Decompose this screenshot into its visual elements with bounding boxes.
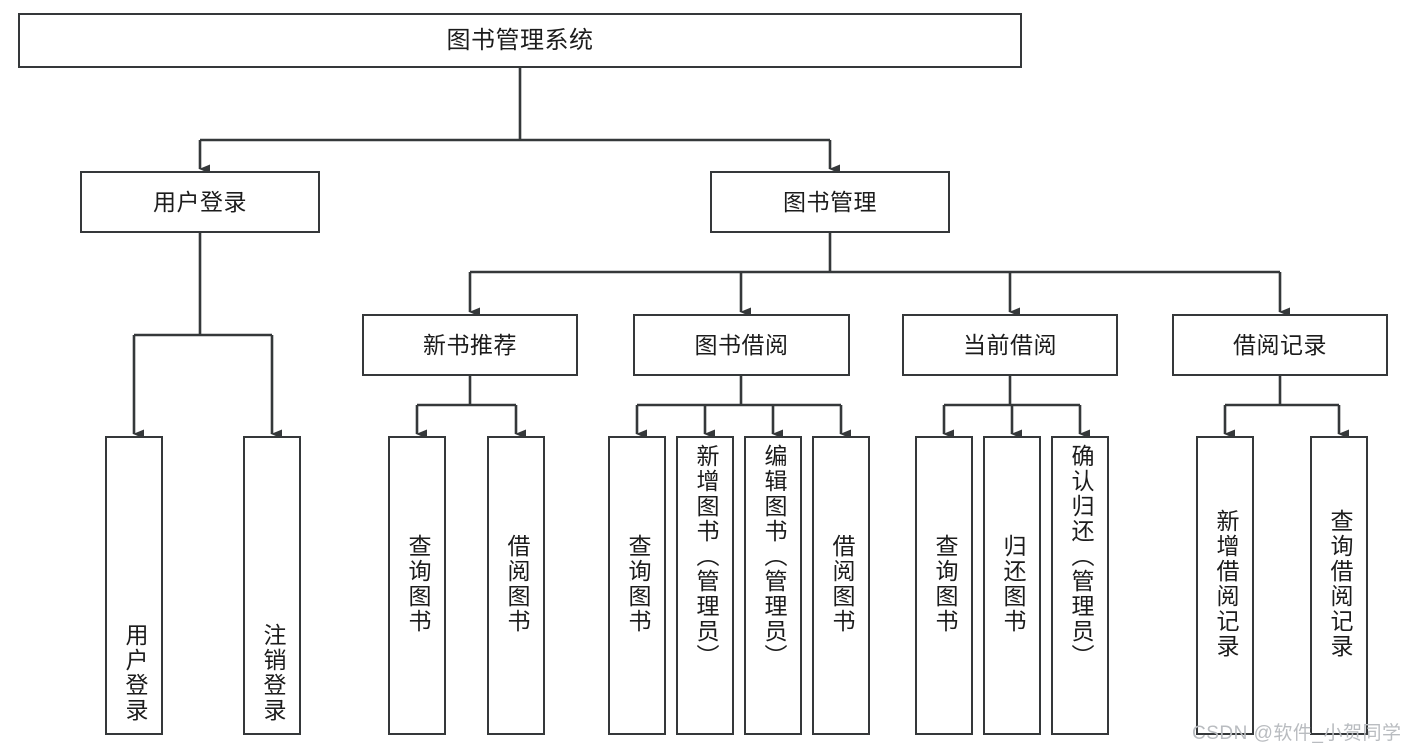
leaf-user-login[interactable]: 用户登录 bbox=[105, 436, 163, 735]
node-user-login[interactable]: 用户登录 bbox=[80, 171, 320, 233]
leaf-add-borrow-record-label: 新增借阅记录 bbox=[1212, 508, 1239, 659]
node-book-management-label: 图书管理 bbox=[783, 188, 877, 215]
leaf-query-book-borrow-label: 查询图书 bbox=[624, 533, 651, 634]
node-current-borrow[interactable]: 当前借阅 bbox=[902, 314, 1118, 376]
leaf-query-book-current-label: 查询图书 bbox=[931, 533, 958, 634]
leaf-confirm-return-admin-label: 确认归还（管理员） bbox=[1067, 444, 1094, 669]
leaf-user-logout-label: 注销登录 bbox=[259, 623, 286, 723]
node-new-book-recommend-label: 新书推荐 bbox=[423, 331, 517, 358]
leaf-user-logout[interactable]: 注销登录 bbox=[243, 436, 301, 735]
leaf-return-book[interactable]: 归还图书 bbox=[983, 436, 1041, 735]
leaf-edit-book-admin-label: 编辑图书（管理员） bbox=[760, 444, 787, 669]
leaf-query-book-recommend-label: 查询图书 bbox=[404, 533, 431, 634]
leaf-edit-book-admin[interactable]: 编辑图书（管理员） bbox=[744, 436, 802, 735]
csdn-watermark: CSDN @软件_小贺同学 bbox=[1192, 723, 1402, 744]
leaf-query-borrow-record-label: 查询借阅记录 bbox=[1326, 508, 1353, 659]
leaf-query-borrow-record[interactable]: 查询借阅记录 bbox=[1310, 436, 1368, 735]
leaf-query-book-recommend[interactable]: 查询图书 bbox=[388, 436, 446, 735]
node-root-book-management-system[interactable]: 图书管理系统 bbox=[18, 13, 1022, 68]
leaf-user-login-label: 用户登录 bbox=[121, 623, 148, 723]
leaf-query-book-borrow[interactable]: 查询图书 bbox=[608, 436, 666, 735]
leaf-borrow-book-recommend[interactable]: 借阅图书 bbox=[487, 436, 545, 735]
leaf-borrow-book-recommend-label: 借阅图书 bbox=[503, 533, 530, 634]
leaf-borrow-book-label: 借阅图书 bbox=[828, 533, 855, 634]
leaf-confirm-return-admin[interactable]: 确认归还（管理员） bbox=[1051, 436, 1109, 735]
node-borrow-record-label: 借阅记录 bbox=[1233, 331, 1327, 358]
node-root-label: 图书管理系统 bbox=[446, 26, 594, 54]
node-borrow-record[interactable]: 借阅记录 bbox=[1172, 314, 1388, 376]
node-book-management[interactable]: 图书管理 bbox=[710, 171, 950, 233]
node-current-borrow-label: 当前借阅 bbox=[963, 331, 1057, 358]
node-book-borrow[interactable]: 图书借阅 bbox=[633, 314, 850, 376]
node-user-login-label: 用户登录 bbox=[153, 188, 247, 215]
leaf-add-book-admin-label: 新增图书（管理员） bbox=[692, 444, 719, 669]
leaf-add-book-admin[interactable]: 新增图书（管理员） bbox=[676, 436, 734, 735]
leaf-return-book-label: 归还图书 bbox=[999, 533, 1026, 634]
leaf-query-book-current[interactable]: 查询图书 bbox=[915, 436, 973, 735]
leaf-borrow-book[interactable]: 借阅图书 bbox=[812, 436, 870, 735]
node-book-borrow-label: 图书借阅 bbox=[694, 331, 789, 358]
leaf-add-borrow-record[interactable]: 新增借阅记录 bbox=[1196, 436, 1254, 735]
node-new-book-recommend[interactable]: 新书推荐 bbox=[362, 314, 578, 376]
